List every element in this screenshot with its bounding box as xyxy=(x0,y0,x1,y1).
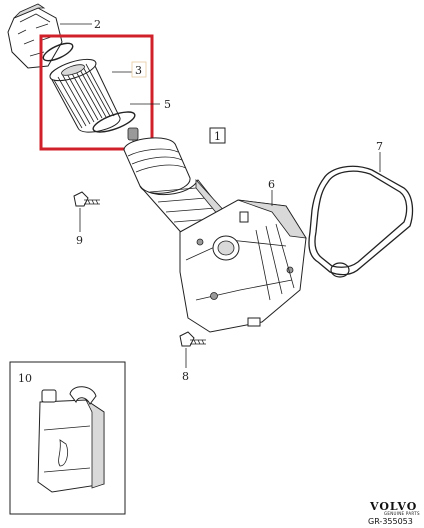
callout-7: 7 xyxy=(376,140,383,153)
callout-10: 10 xyxy=(18,372,32,385)
filter-cap-part-2[interactable] xyxy=(7,3,63,69)
bolt-part-9[interactable] xyxy=(73,191,100,207)
o-ring-upper[interactable] xyxy=(41,40,75,64)
reference-number: GR-355053 xyxy=(368,517,413,526)
callout-1-frame xyxy=(209,127,226,144)
callout-6: 6 xyxy=(268,178,275,191)
callout-9: 9 xyxy=(76,234,83,247)
gasket-part-7[interactable] xyxy=(308,165,414,278)
callout-5: 5 xyxy=(164,98,171,111)
o-ring-lower-part-5[interactable] xyxy=(91,108,137,136)
brand-subtitle: GENUINE PARTS xyxy=(384,511,420,516)
oil-filter-housing-part-6[interactable] xyxy=(123,137,307,333)
bolt-part-8[interactable] xyxy=(179,331,206,347)
callout-3: 3 xyxy=(135,64,142,77)
callout-2: 2 xyxy=(94,18,101,31)
callout-1: 1 xyxy=(214,130,221,143)
brand-name: VOLVO xyxy=(369,500,417,513)
callout-3-frame xyxy=(131,61,147,78)
callout-8: 8 xyxy=(182,370,189,383)
highlight-box xyxy=(39,34,154,151)
oil-canister-part-10[interactable] xyxy=(37,386,105,493)
filter-element-part-3[interactable] xyxy=(48,55,121,133)
